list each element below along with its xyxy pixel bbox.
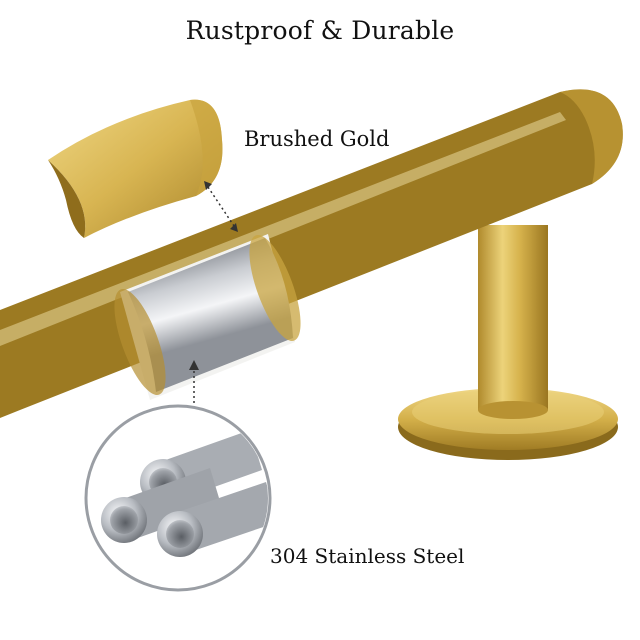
core-material-label: 304 Stainless Steel — [270, 544, 465, 568]
finish-connector-arrow — [204, 181, 238, 232]
headline: Rustproof & Durable — [185, 16, 455, 45]
mounting-base — [398, 388, 618, 460]
gold-shell-fragment — [48, 99, 223, 239]
support-post — [478, 225, 548, 419]
steel-tubes-inset — [84, 404, 272, 592]
steel-tube-left — [101, 468, 222, 543]
steel-tube-right — [157, 482, 268, 557]
finish-label: Brushed Gold — [244, 127, 390, 151]
stainless-core-cutaway — [114, 234, 301, 400]
